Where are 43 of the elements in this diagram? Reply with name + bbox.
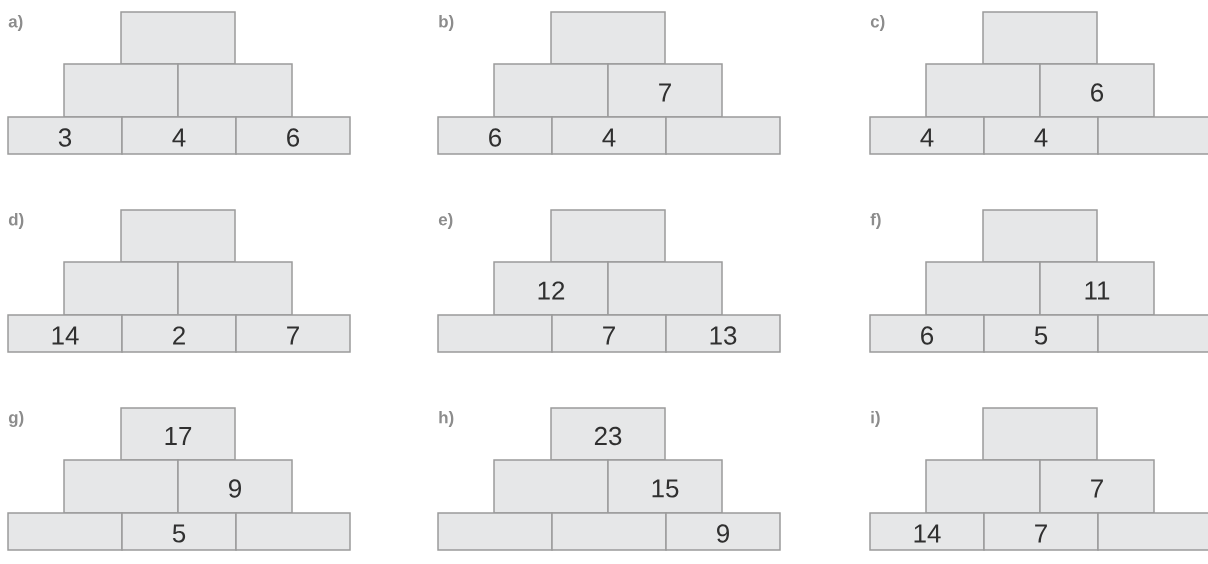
panel-label: d) [8,213,24,229]
number-box: 9 [177,459,293,514]
number-box: 2 [121,314,237,353]
number-box: 9 [665,512,781,551]
empty-box [982,209,1098,263]
number-box: 4 [551,116,667,155]
panel-label: h) [439,411,454,427]
panel-label: g) [8,411,24,427]
number-box: 7 [551,314,667,353]
number-box: 7 [607,63,723,118]
number-box: 4 [121,116,237,155]
panel-label: i) [871,411,880,427]
number-box: 23 [550,407,666,461]
empty-box [982,407,1098,461]
panel-label: b) [439,15,454,31]
number-box: 15 [607,459,723,514]
panel-label: c) [870,15,885,31]
empty-box [982,11,1098,65]
number-box: 5 [983,314,1099,353]
number-box: 7 [235,314,351,353]
empty-box [120,209,236,263]
empty-box [120,11,236,65]
number-box: 6 [869,314,985,353]
number-box: 4 [869,116,985,155]
number-box: 6 [235,116,351,155]
number-box: 17 [120,407,236,461]
number-box: 14 [7,314,123,353]
number-box: 7 [983,512,1099,551]
number-box: 13 [665,314,781,353]
empty-box [550,209,666,263]
number-box: 11 [1039,261,1155,316]
number-box: 12 [493,261,609,316]
number-box: 7 [1039,459,1155,514]
panel-label: a) [8,15,23,31]
panel-label: f) [870,213,881,229]
panel-label: e) [438,213,453,229]
number-box: 4 [983,116,1099,155]
empty-box [550,11,666,65]
number-box: 5 [121,512,237,551]
number-box: 6 [437,116,553,155]
number-box: 14 [869,512,985,551]
number-box: 3 [7,116,123,155]
number-box: 6 [1039,63,1155,118]
